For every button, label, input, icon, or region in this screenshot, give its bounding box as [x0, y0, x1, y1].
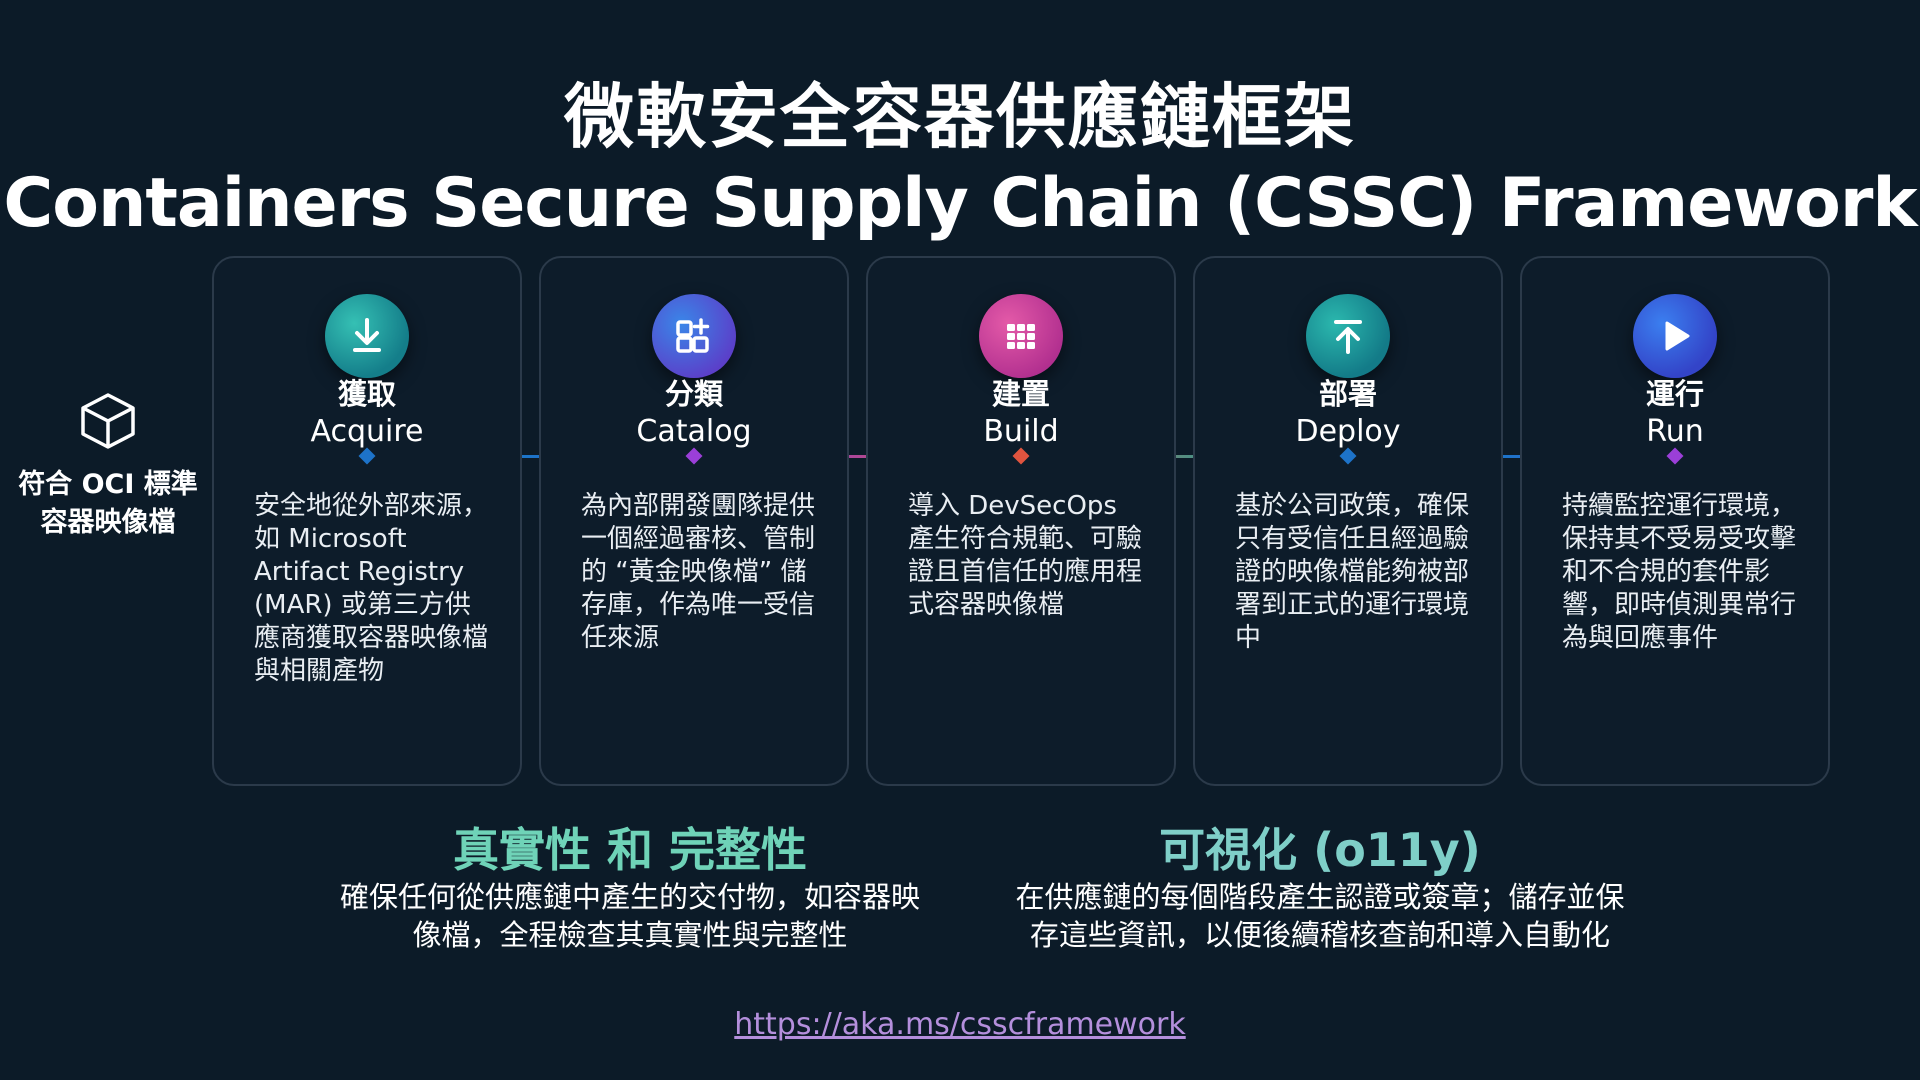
stage-name-zh: 運行	[1645, 377, 1704, 411]
stage-card-acquire: 獲取 Acquire 安全地從外部來源，如 Microsoft Artifact…	[212, 256, 522, 786]
stage-name-zh: 獲取	[337, 377, 396, 411]
authenticity-integrity-description: 確保任何從供應鏈中產生的交付物，如容器映 像檔，全程檢查其真實性與完整性	[250, 878, 1010, 954]
stage-name-en: Deploy	[1295, 414, 1401, 449]
stage-name-en: Catalog	[636, 414, 752, 449]
description-line: 確保任何從供應鏈中產生的交付物，如容器映	[339, 880, 920, 914]
oci-image-block: 符合 OCI 標準 容器映像檔	[0, 392, 216, 542]
observability-heading: 可視化 (o11y)	[1159, 823, 1481, 877]
build-grid-icon	[979, 294, 1063, 378]
authenticity-integrity-heading: 真實性 和 完整性	[452, 823, 808, 877]
stage-name-en: Run	[1646, 414, 1704, 449]
oci-label-line2: 容器映像檔	[40, 507, 176, 538]
stage-card-catalog: 分類 Catalog 為內部開發團隊提供一個經過審核、管制的 “黃金映像檔” 儲…	[539, 256, 849, 786]
observability-description: 在供應鏈的每個階段產生認證或簽章；儲存並保 存這些資訊，以便後續稽核查詢和導入自…	[950, 878, 1690, 954]
stage-description: 導入 DevSecOps 產生符合規範、可驗證且首信任的應用程式容器映像檔	[908, 491, 1143, 620]
description-line: 像檔，全程檢查其真實性與完整性	[412, 918, 848, 952]
stage-name-zh: 建置	[991, 377, 1050, 411]
oci-label-line1: 符合 OCI 標準	[18, 469, 198, 500]
description-line: 存這些資訊，以便後續稽核查詢和導入自動化	[1029, 918, 1610, 952]
stage-name-zh: 分類	[664, 377, 723, 411]
download-arrow-icon	[325, 294, 409, 378]
stage-card-deploy: 部署 Deploy 基於公司政策，確保只有受信任且經過驗證的映像檔能夠被部署到正…	[1193, 256, 1503, 786]
stage-card-build: 建置 Build 導入 DevSecOps 產生符合規範、可驗證且首信任的應用程…	[866, 256, 1176, 786]
upload-arrow-icon	[1306, 294, 1390, 378]
stage-description: 為內部開發團隊提供一個經過審核、管制的 “黃金映像檔” 儲存庫，作為唯一受信任來…	[581, 491, 816, 653]
stage-description: 基於公司政策，確保只有受信任且經過驗證的映像檔能夠被部署到正式的運行環境中	[1235, 491, 1470, 653]
stage-name-en: Acquire	[310, 414, 424, 449]
stage-card-run: 運行 Run 持續監控運行環境，保持其不受易受攻擊和不合規的套件影響，即時偵測異…	[1520, 256, 1830, 786]
stage-description: 持續監控運行環境，保持其不受易受攻擊和不合規的套件影響，即時偵測異常行為與回應事…	[1562, 491, 1797, 653]
play-icon	[1633, 294, 1717, 378]
catalog-grid-plus-icon	[652, 294, 736, 378]
framework-link[interactable]: https://aka.ms/csscframework	[734, 1007, 1186, 1042]
cube-icon	[81, 393, 135, 449]
page-title-zh: 微軟安全容器供應鏈框架	[564, 76, 1356, 158]
page-title-en: Containers Secure Supply Chain (CSSC) Fr…	[3, 164, 1917, 243]
stage-description: 安全地從外部來源，如 Microsoft Artifact Registry (…	[254, 491, 489, 686]
stage-name-zh: 部署	[1318, 377, 1377, 411]
stage-name-en: Build	[983, 414, 1059, 449]
description-line: 在供應鏈的每個階段產生認證或簽章；儲存並保	[1015, 880, 1625, 914]
